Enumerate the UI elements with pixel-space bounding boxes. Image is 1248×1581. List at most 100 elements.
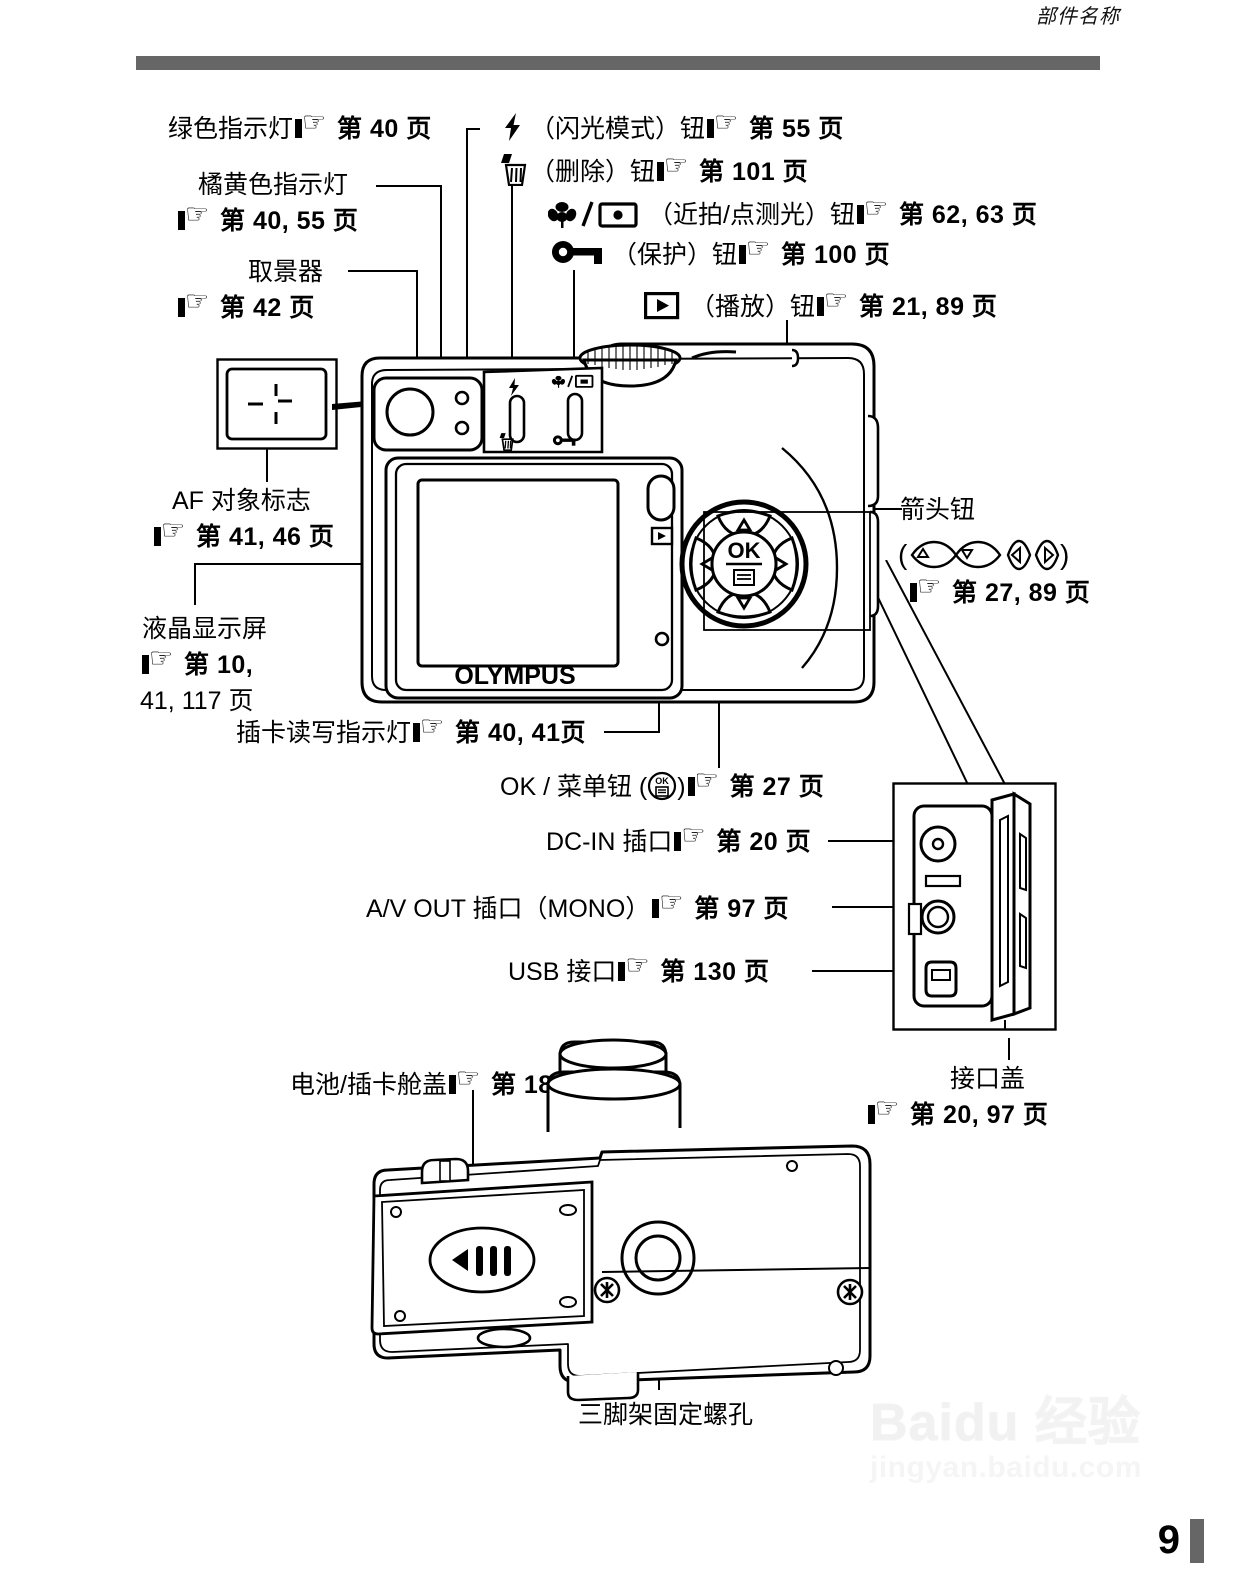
pointing-hand-icon: ☞	[739, 235, 779, 266]
leader-connector-cover-v	[1008, 1038, 1010, 1060]
leader-viewfinder-h	[348, 270, 418, 272]
leader-arrow-pad-h	[868, 508, 902, 510]
leader-green-lamp-h	[466, 128, 480, 130]
connector-cover-label: 接口盖	[950, 1062, 1025, 1096]
av-out-page-ref: 第 97 页	[694, 895, 789, 923]
leader-dcin-h	[828, 840, 938, 842]
pointing-hand-icon: ☞	[687, 767, 728, 798]
connector-cover-pageline: ☞第 20, 97 页	[866, 1095, 1049, 1132]
viewfinder-text: 取景器	[248, 258, 324, 286]
leader-usb-h	[812, 970, 942, 972]
leader-lcd-v	[194, 563, 196, 605]
pointing-hand-icon: ☞	[674, 822, 714, 853]
play-icon	[644, 292, 680, 320]
page-number: 9	[1157, 1518, 1180, 1562]
connector-panel-diagram	[892, 782, 1057, 1031]
card-access-lamp-text: 插卡读写指示灯	[236, 719, 412, 747]
pointing-hand-icon: ☞	[910, 573, 950, 604]
lcd-monitor-pageline: ☞第 10,	[140, 645, 253, 682]
leader-card-lamp-h	[604, 731, 660, 733]
viewfinder-af-target-diagram	[216, 358, 338, 450]
connector-cover-page-ref: 第 20, 97 页	[910, 1101, 1049, 1129]
leader-viewfinder-v	[416, 270, 418, 398]
baidu-watermark: Baidu 经验 jingyan.baidu.com	[870, 1395, 1200, 1535]
pointing-hand-icon: ☞	[295, 109, 335, 140]
arrow-pad-glyph-group: ( )	[898, 539, 1069, 571]
af-target-text: AF 对象标志	[172, 487, 311, 515]
af-target-mark-label: AF 对象标志	[172, 484, 311, 518]
protect-button-label: （保护）钮☞第 100 页	[612, 235, 891, 272]
ok-menu-text-after: )	[677, 773, 686, 801]
pointing-hand-icon: ☞	[657, 152, 697, 183]
ok-button-text: OK	[728, 538, 761, 563]
leader-green-lamp-v	[466, 128, 468, 386]
olympus-brand-text: OLYMPUS	[454, 662, 575, 690]
arrow-pad-text: 箭头钮	[900, 496, 976, 524]
pointing-hand-icon: ☞	[652, 889, 692, 920]
leader-orange-lamp-h	[376, 185, 442, 187]
pointing-hand-icon: ☞	[178, 288, 218, 319]
flash-mode-button-label: （闪光模式）钮☞第 55 页	[530, 109, 844, 146]
pointing-hand-icon: ☞	[856, 195, 897, 226]
macro-spot-text: （近拍/点测光）钮	[648, 201, 855, 229]
battery-card-cover-text: 电池/插卡舱盖	[290, 1071, 447, 1099]
arrow-pad-pageline: ☞第 27, 89 页	[908, 573, 1091, 610]
page-header-title: 部件名称	[1036, 6, 1120, 28]
pointing-hand-icon: ☞	[178, 201, 218, 232]
header-divider-bar	[136, 56, 1100, 70]
leader-af-target-v	[266, 420, 268, 482]
erase-text: （删除）钮	[530, 158, 656, 186]
battery-card-cover-label: 电池/插卡舱盖☞第 18 页	[290, 1065, 586, 1102]
playback-text: （播放）钮	[690, 293, 816, 321]
flower-slash-spot-icon	[548, 201, 638, 228]
pointing-hand-icon: ☞	[618, 952, 658, 983]
svg-text:OK: OK	[655, 776, 669, 786]
green-lamp-text: 绿色指示灯	[168, 115, 294, 143]
pointing-hand-icon: ☞	[817, 287, 857, 318]
ok-menu-page-ref: 第 27 页	[729, 773, 825, 801]
av-out-jack-label: A/V OUT 插口（MONO）☞第 97 页	[366, 889, 789, 926]
dc-in-jack-label: DC-IN 插口☞第 20 页	[546, 822, 812, 859]
ok-menu-icon: OK	[648, 771, 677, 801]
viewfinder-label: 取景器	[248, 255, 323, 289]
leader-lcd-h	[194, 563, 462, 565]
card-access-lamp-label: 插卡读写指示灯☞第 40, 41页	[236, 713, 586, 750]
orange-lamp-pageline: ☞第 40, 55 页	[176, 201, 358, 238]
protect-text: （保护）钮	[612, 241, 738, 269]
playback-button-label: （播放）钮☞第 21, 89 页	[690, 287, 998, 324]
erase-button-label: （删除）钮☞第 101 页	[530, 152, 809, 189]
pointing-hand-icon: ☞	[868, 1095, 908, 1126]
leader-avout-h	[832, 906, 940, 908]
connector-cover-text: 接口盖	[950, 1065, 1026, 1093]
ok-menu-text: OK / 菜单钮 (	[500, 773, 648, 801]
av-out-text: A/V OUT 插口（MONO）	[366, 895, 651, 923]
svg-text:): )	[1060, 539, 1069, 570]
orange-lamp-text: 橘黄色指示灯	[198, 171, 349, 199]
erase-page-ref: 第 101 页	[699, 158, 809, 186]
camera-bottom-view-diagram	[370, 1038, 872, 1402]
viewfinder-page-ref: 第 42 页	[220, 294, 315, 322]
dc-in-page-ref: 第 20 页	[716, 828, 812, 856]
leader-macro-v	[573, 270, 575, 368]
macro-spot-button-label: （近拍/点测光）钮☞第 62, 63 页	[648, 195, 1038, 232]
playback-page-ref: 第 21, 89 页	[859, 293, 998, 321]
trash-can-icon	[501, 154, 527, 186]
usb-text: USB 接口	[508, 958, 617, 986]
dc-in-text: DC-IN 插口	[546, 828, 673, 856]
green-lamp-page-ref: 第 40 页	[337, 115, 432, 143]
green-lamp-label: 绿色指示灯☞第 40 页	[168, 109, 432, 146]
af-target-pageline: ☞第 41, 46 页	[152, 517, 334, 554]
protect-page-ref: 第 100 页	[781, 241, 891, 269]
camera-rear-view-diagram: OLYMPUS OK	[360, 342, 880, 704]
macro-spot-page-ref: 第 62, 63 页	[898, 201, 1038, 229]
watermark-url: jingyan.baidu.com	[870, 1451, 1142, 1484]
lcd-monitor-label: 液晶显示屏	[142, 612, 267, 646]
orange-lamp-label: 橘黄色指示灯	[198, 168, 348, 202]
pointing-hand-icon: ☞	[448, 1065, 489, 1096]
arrow-pad-page-ref: 第 27, 89 页	[952, 579, 1091, 607]
page-number-bar	[1190, 1519, 1204, 1563]
viewfinder-pageline: ☞第 42 页	[176, 288, 315, 325]
tripod-socket-text: 三脚架固定螺孔	[578, 1401, 754, 1429]
tripod-socket-label: 三脚架固定螺孔	[578, 1398, 753, 1432]
